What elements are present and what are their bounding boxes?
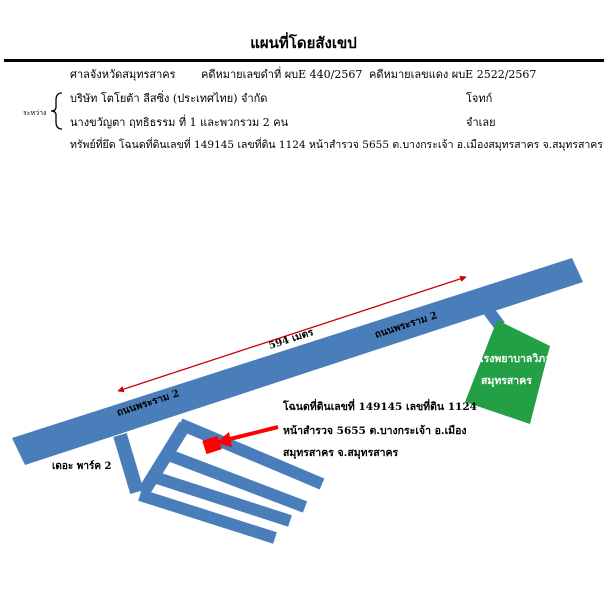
deed-label-line1: โฉนดที่ดินเลขที่ 149145 เลขที่ดิน 1124	[282, 398, 477, 413]
title-divider	[4, 59, 604, 62]
seized-property: ทรัพย์ที่ยึด โฉนดที่ดินเลขที่ 149145 เลข…	[70, 139, 603, 151]
black-case-number: คดีหมายเลขดำที่ ผบE 440/2567	[201, 68, 363, 81]
distance-arrow-icon	[117, 275, 467, 393]
park-soi-1	[177, 418, 325, 490]
park-soi-4	[138, 489, 277, 544]
red-case-number: คดีหมายเลขแดง ผบE 2522/2567	[369, 68, 537, 81]
hospital-label-line1: โรงพยาบาลวิภาราม	[477, 352, 570, 365]
hospital-area	[465, 320, 550, 424]
plaintiff-name: บริษัท โตโยต้า ลีสซิ่ง (ประเทศไทย) จำกัด	[70, 92, 268, 105]
park-entrance-road	[113, 432, 144, 495]
page-title: แผนที่โดยสังเขป	[250, 34, 357, 52]
between-label: ระหว่าง	[23, 109, 47, 117]
pointer-arrow-shaft	[225, 425, 279, 442]
pointer-arrow-icon	[216, 432, 232, 447]
deed-label-line3: สมุทรสาคร จ.สมุทรสาคร	[283, 447, 399, 460]
defendant-name: นางขวัญตา ฤทธิธรรม ที่ 1 และพวกรวม 2 คน	[70, 116, 289, 129]
park-soi-2	[163, 448, 308, 513]
court-name: ศาลจังหวัดสมุทรสาคร	[70, 68, 176, 81]
property-marker-icon	[202, 435, 222, 455]
park-soi-roads	[113, 418, 325, 544]
defendant-role: จำเลย	[466, 116, 496, 129]
park-label: เดอะ พาร์ค 2	[52, 460, 112, 472]
plaintiff-role: โจทก์	[466, 92, 493, 105]
hospital-label-line2: สมุทรสาคร	[481, 375, 532, 388]
deed-label-line2: หน้าสำรวจ 5655 ต.บางกระเจ้า อ.เมือง	[283, 424, 467, 437]
park-soi-3	[152, 471, 292, 527]
park-connector-road	[137, 421, 191, 497]
brace-icon	[50, 92, 63, 130]
